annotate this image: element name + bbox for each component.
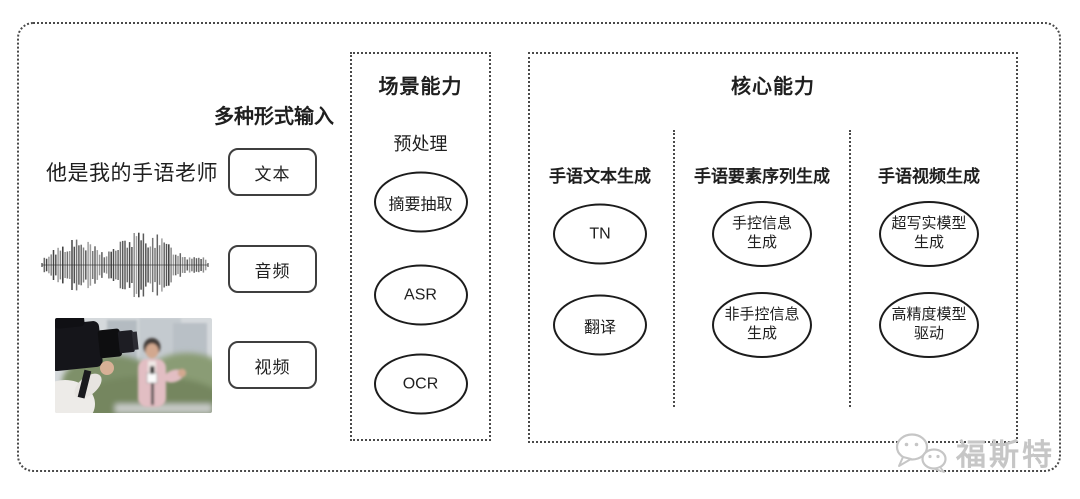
column-divider xyxy=(673,130,675,407)
node-translation: 翻译 xyxy=(553,294,647,356)
node-tn: TN xyxy=(553,203,647,265)
input-type-text-box: 文本 xyxy=(228,148,317,196)
watermark: 福斯特 xyxy=(892,430,1055,474)
camera-interview-photo xyxy=(55,318,212,413)
column-divider xyxy=(849,130,851,407)
node-ocr: OCR xyxy=(373,353,468,415)
node-manual-info-generation: 手控信息 生成 xyxy=(712,201,812,267)
wechat-logo-icon xyxy=(895,433,947,473)
input-type-text-label: 文本 xyxy=(254,164,291,184)
input-type-audio-box: 音频 xyxy=(228,245,317,293)
node-high-precision-model-driving: 高精度模型 驱动 xyxy=(879,292,979,358)
watermark-text: 福斯特 xyxy=(956,439,1055,472)
sample-sentence-text: 他是我的手语老师 xyxy=(46,162,218,185)
node-non-manual-info-generation: 非手控信息 生成 xyxy=(712,292,812,358)
core-capability-title: 核心能力 xyxy=(731,76,815,98)
column-label-sign-video-generation: 手语视频生成 xyxy=(878,167,980,186)
column-label-sign-element-sequence-generation: 手语要素序列生成 xyxy=(694,167,830,186)
audio-waveform-icon xyxy=(41,232,209,298)
outer-dotted-border xyxy=(17,22,1061,472)
scene-capability-box: 场景能力 预处理 摘要抽取 ASR OCR xyxy=(350,52,491,441)
node-summary-extraction: 摘要抽取 xyxy=(373,171,468,233)
input-type-video-box: 视频 xyxy=(228,341,317,389)
camera-silhouette xyxy=(55,318,139,372)
node-hyperrealistic-model-generation: 超写实模型 生成 xyxy=(879,201,979,267)
input-type-video-label: 视频 xyxy=(254,357,291,377)
multi-input-label: 多种形式输入 xyxy=(214,106,334,128)
node-asr: ASR xyxy=(373,264,468,326)
input-type-audio-label: 音频 xyxy=(254,261,291,281)
column-label-sign-text-generation: 手语文本生成 xyxy=(549,167,651,186)
scene-capability-title: 场景能力 xyxy=(378,76,463,98)
core-capability-box: 核心能力 手语文本生成 TN 翻译 手语要素序列生成 手控信息 生成 非手控信息… xyxy=(528,52,1018,443)
preprocessing-label: 预处理 xyxy=(393,134,448,154)
